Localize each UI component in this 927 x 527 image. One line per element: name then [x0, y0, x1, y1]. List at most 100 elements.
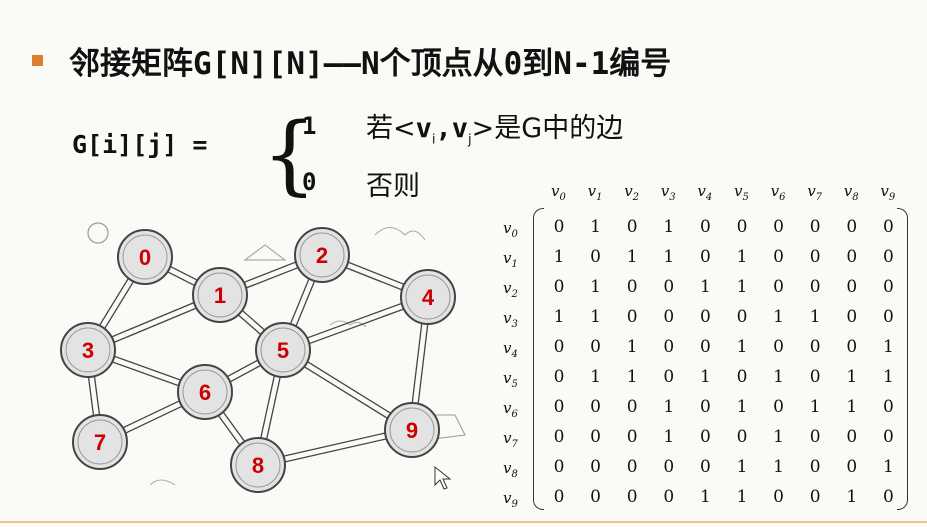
matrix-cell: 0 [553, 457, 565, 477]
matrix-cell: 0 [663, 277, 675, 297]
node-circle [72, 414, 128, 470]
matrix-cell: 1 [590, 277, 601, 297]
case1-description: 若<vi,vj>是G中的边 [366, 106, 623, 147]
node-circle [384, 402, 440, 458]
matrix-cell: 0 [663, 487, 675, 507]
node-label: 9 [406, 418, 418, 443]
matrix-cell: 1 [590, 307, 601, 327]
matrix-row-header-7: v7 [503, 429, 518, 450]
matrix-col-header-1: v1 [587, 182, 603, 203]
slide-title: 邻接矩阵G[N][N]——N个顶点从0到N-1编号 [69, 46, 672, 82]
matrix-col-header-8: v8 [843, 182, 859, 203]
matrix-cell: 0 [626, 457, 638, 477]
node-label: 7 [94, 430, 106, 455]
matrix-cell: 1 [663, 427, 675, 447]
matrix-cell: 0 [663, 367, 675, 387]
matrix-cell: 0 [553, 337, 565, 357]
matrix-cell: 1 [626, 367, 638, 387]
matrix-cell: 0 [809, 427, 821, 447]
matrix-col-header-7: v7 [807, 182, 823, 203]
node-inner-ring [405, 274, 451, 320]
case1-sub-i: i [431, 132, 436, 148]
matrix-row-header-4: v4 [503, 339, 518, 360]
node-label: 2 [316, 243, 328, 268]
matrix-cell: 0 [553, 367, 565, 387]
matrix-row-header-9: v9 [503, 489, 518, 510]
matrix-cell: 0 [590, 397, 601, 417]
node-inner-ring [389, 407, 435, 453]
node-inner-ring [122, 234, 168, 280]
matrix-col-header-9: v9 [880, 182, 896, 203]
node-inner-ring [77, 419, 123, 465]
graph-node-5: 5 [255, 322, 311, 378]
matrix-cell: 0 [590, 427, 601, 447]
matrix-cell: 1 [809, 307, 821, 327]
matrix-cell: 0 [590, 337, 601, 357]
matrix-cell: 0 [773, 337, 784, 357]
matrix-cell: 0 [809, 367, 821, 387]
matrix-cell: 0 [773, 277, 784, 297]
case1-suffix: >是G中的边 [471, 113, 624, 144]
matrix-cell: 0 [626, 217, 638, 237]
case1-sub-j: j [468, 132, 472, 148]
node-circle [177, 364, 233, 420]
scenery-doodle [329, 320, 367, 328]
matrix-cell: 0 [846, 307, 858, 327]
matrix-cell: 0 [590, 457, 601, 477]
matrix-col-header-6: v6 [770, 182, 786, 203]
matrix-cell: 1 [736, 337, 748, 357]
matrix-cell: 1 [590, 217, 601, 237]
matrix-cell: 0 [882, 247, 894, 267]
matrix-cell: 0 [553, 427, 565, 447]
matrix-cell: 1 [699, 487, 711, 507]
node-inner-ring [235, 442, 281, 488]
graph-node-0: 0 [117, 229, 173, 285]
matrix-cell: 0 [809, 337, 821, 357]
graph-node-6: 6 [177, 364, 233, 420]
matrix-cell: 0 [626, 277, 638, 297]
case1-value: 1 [302, 112, 317, 140]
node-label: 1 [214, 283, 226, 308]
matrix-cell: 0 [590, 247, 601, 267]
matrix-cell: 1 [846, 367, 858, 387]
matrix-cell: 0 [846, 277, 858, 297]
matrix-cell: 1 [590, 367, 601, 387]
matrix-cell: 0 [809, 277, 821, 297]
case0-description: 否则 [366, 171, 420, 202]
node-inner-ring [299, 232, 345, 278]
matrix-cell: 0 [553, 277, 565, 297]
matrix-cell: 0 [809, 217, 821, 237]
matrix-row-header-3: v3 [503, 309, 518, 330]
case1-v2: v [451, 113, 469, 144]
matrix-cell: 1 [553, 307, 565, 327]
node-circle [294, 227, 350, 283]
matrix-cell: 0 [882, 427, 894, 447]
matrix-cell: 0 [846, 247, 858, 267]
matrix-cell: 0 [809, 247, 821, 267]
matrix-cell: 0 [773, 217, 784, 237]
matrix-cell: 1 [809, 397, 821, 417]
node-inner-ring [197, 272, 243, 318]
node-inner-ring [65, 327, 111, 373]
matrix-cell: 1 [846, 397, 858, 417]
matrix-cell: 1 [663, 397, 675, 417]
matrix-cell: 0 [736, 217, 748, 237]
node-label: 3 [82, 338, 94, 363]
matrix-cell: 0 [773, 247, 784, 267]
matrix-col-header-2: v2 [624, 182, 640, 203]
matrix-cell: 0 [773, 397, 784, 417]
node-circle [192, 267, 248, 323]
matrix-cell: 0 [773, 487, 784, 507]
matrix-cell: 0 [699, 217, 711, 237]
matrix-cell: 1 [553, 247, 565, 267]
matrix-cell: 1 [736, 487, 748, 507]
matrix-cell: 0 [663, 457, 675, 477]
matrix-col-header-4: v4 [697, 182, 713, 203]
matrix-left-bracket [533, 208, 544, 510]
matrix-cell: 0 [590, 487, 601, 507]
node-label: 5 [277, 338, 289, 363]
node-label: 4 [422, 285, 435, 310]
matrix-cell: 1 [626, 247, 638, 267]
matrix-cell: 1 [699, 367, 711, 387]
